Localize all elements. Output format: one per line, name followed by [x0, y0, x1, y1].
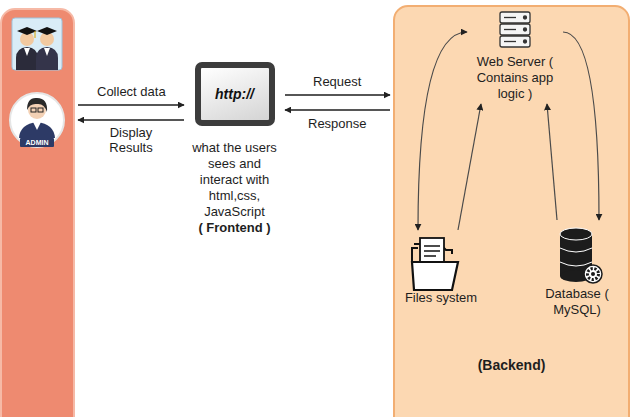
flow-arrow: [78, 119, 184, 120]
component-label: Database ( MySQL): [545, 286, 609, 318]
admin-icon: [10, 93, 64, 147]
frontend-title: ( Frontend ): [187, 220, 282, 236]
arrow-label: Collect data: [95, 84, 168, 99]
url-screen: http://: [195, 62, 275, 126]
flow-arrow: [563, 32, 599, 220]
flow-arrow: [285, 94, 390, 95]
flow-arrow: [547, 104, 557, 220]
arrow-label: Request: [311, 74, 363, 89]
admin-badge: ADMIN: [20, 138, 54, 147]
browser-frontend: http:// what the users sees and interact …: [187, 62, 282, 236]
component-label: Files system: [400, 290, 482, 306]
arrow-label: Response: [306, 116, 369, 131]
panel-ground: [394, 6, 629, 417]
panel-ground: [1, 9, 74, 417]
backend-panel: (Backend) Web Server ( Contains app logic…: [393, 5, 630, 417]
server-icon: [500, 12, 530, 47]
folder-icon: [412, 238, 458, 290]
database-icon: [560, 228, 602, 283]
component-label: Web Server ( Contains app logic ): [469, 54, 561, 102]
users-panel: ADMIN: [0, 8, 75, 417]
frontend-caption: what the users sees and interact with ht…: [187, 140, 282, 220]
graduates-icon: [12, 18, 62, 70]
backend-title: (Backend): [393, 357, 630, 373]
arrow-label: Display Results: [94, 125, 168, 155]
flow-arrow: [78, 104, 184, 105]
files-system: Files system: [400, 232, 482, 306]
web-server: Web Server ( Contains app logic ): [469, 10, 561, 102]
database: Database ( MySQL): [545, 222, 609, 318]
flow-arrow: [285, 109, 390, 110]
flow-arrow: [458, 104, 481, 230]
flow-arrow: [418, 32, 467, 230]
